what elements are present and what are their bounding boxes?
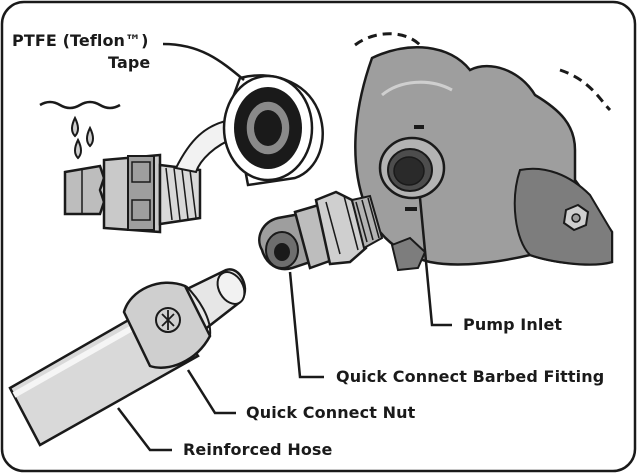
callout-line-barbed-fitting xyxy=(288,271,324,379)
label-connect-nut: Quick Connect Nut xyxy=(246,403,416,422)
label-ptfe-tape-line2: Tape xyxy=(108,53,151,72)
callout-line-hose xyxy=(117,407,172,452)
ptfe-tape-roll xyxy=(222,74,324,187)
label-ptfe-tape-line1: PTFE (Teflon™) xyxy=(12,31,149,50)
label-pump-inlet: Pump Inlet xyxy=(463,315,563,334)
callout-line-connect-nut xyxy=(186,369,236,415)
callout-line-ptfe xyxy=(162,42,245,81)
callout-lines xyxy=(117,42,452,452)
quick-connect-barbed-fitting xyxy=(258,190,384,271)
label-barbed-fitting: Quick Connect Barbed Fitting xyxy=(336,367,605,386)
threaded-fitting-illustration xyxy=(39,100,237,234)
label-reinforced-hose: Reinforced Hose xyxy=(183,440,333,459)
quick-connect-nut xyxy=(122,281,212,369)
callout-line-pump-inlet xyxy=(418,197,452,327)
